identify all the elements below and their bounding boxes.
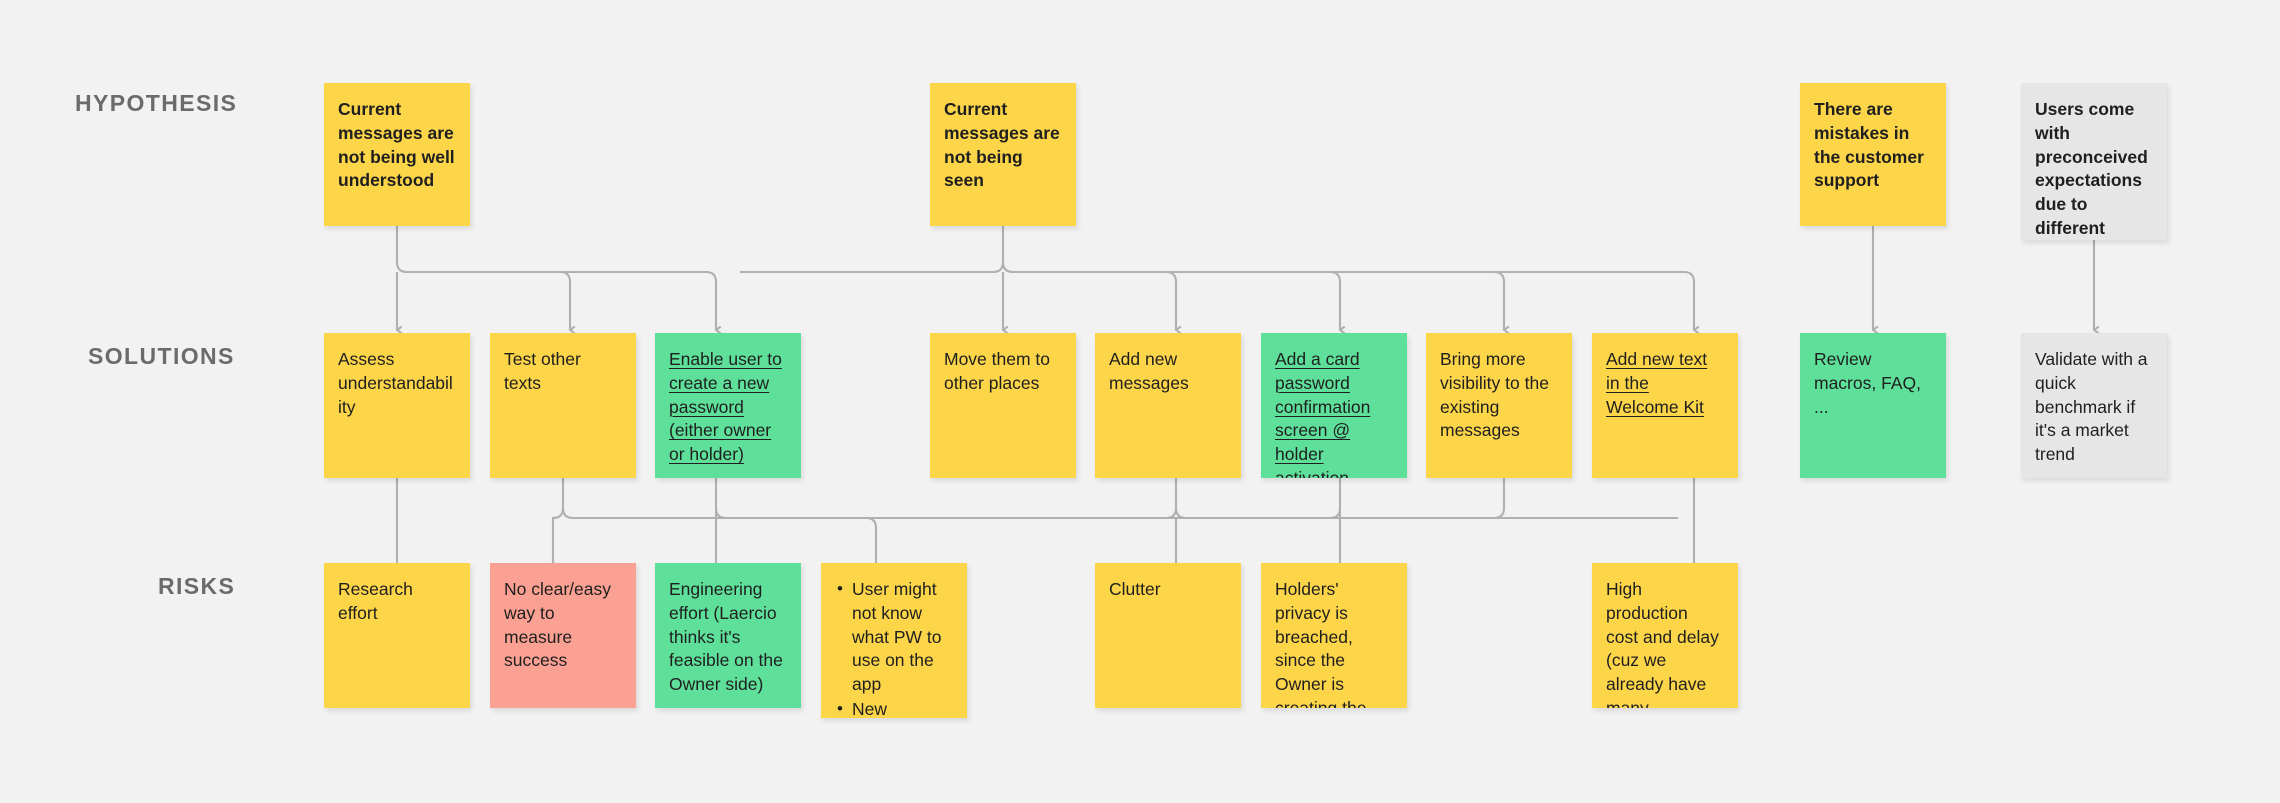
solution-card-text: Bring more visibility to the existing me… bbox=[1440, 349, 1549, 441]
risk-card-bullet-list: User might not know what PW to use on th… bbox=[835, 577, 953, 718]
risk-card-text: Clutter bbox=[1109, 579, 1161, 599]
solution-card[interactable]: Review macros, FAQ, ... bbox=[1800, 333, 1946, 478]
risk-card-text: Engineering effort (Laercio thinks it's … bbox=[669, 579, 783, 695]
row-label-solutions: SOLUTIONS bbox=[88, 343, 235, 369]
solution-card-text: Add new messages bbox=[1109, 349, 1189, 393]
solution-card-link[interactable]: Add a card password confirmation screen … bbox=[1275, 349, 1371, 478]
risk-card-text: Research effort bbox=[338, 579, 413, 623]
risk-card[interactable]: No clear/easy way to measure success bbox=[490, 563, 636, 708]
hypothesis-card[interactable]: Users come with preconceived expectation… bbox=[2021, 83, 2167, 240]
solution-card[interactable]: Test other texts bbox=[490, 333, 636, 478]
row-label-risks: RISKS bbox=[158, 573, 236, 599]
solution-card[interactable]: Bring more visibility to the existing me… bbox=[1426, 333, 1572, 478]
solution-card-link[interactable]: Add new text in the Welcome Kit bbox=[1606, 349, 1708, 417]
solution-card[interactable]: Assess understandability bbox=[324, 333, 470, 478]
solution-card[interactable]: Enable user to create a new password (ei… bbox=[655, 333, 801, 478]
solution-card[interactable]: Add new messages bbox=[1095, 333, 1241, 478]
solution-card[interactable]: Add new text in the Welcome Kit bbox=[1592, 333, 1738, 478]
risk-card-text: Holders' privacy is breached, since the … bbox=[1275, 579, 1367, 708]
risk-card[interactable]: Holders' privacy is breached, since the … bbox=[1261, 563, 1407, 708]
hypothesis-card[interactable]: Current messages are not being seen bbox=[930, 83, 1076, 226]
solution-card-text: Test other texts bbox=[504, 349, 581, 393]
list-item: User might not know what PW to use on th… bbox=[835, 577, 953, 697]
solution-card-text: Review macros, FAQ, ... bbox=[1814, 349, 1921, 417]
solution-card-text: Validate with a quick benchmark if it's … bbox=[2035, 349, 2148, 465]
hypothesis-card[interactable]: Current messages are not being well unde… bbox=[324, 83, 470, 226]
risk-card-text: High production cost and delay (cuz we a… bbox=[1606, 579, 1719, 708]
solution-card[interactable]: Move them to other places bbox=[930, 333, 1076, 478]
risk-card[interactable]: High production cost and delay (cuz we a… bbox=[1592, 563, 1738, 708]
risk-card[interactable]: Engineering effort (Laercio thinks it's … bbox=[655, 563, 801, 708]
row-label-hypothesis: HYPOTHESIS bbox=[75, 90, 238, 116]
hypothesis-card[interactable]: There are mistakes in the customer suppo… bbox=[1800, 83, 1946, 226]
solution-card-text: Move them to other places bbox=[944, 349, 1051, 393]
solution-card[interactable]: Add a card password confirmation screen … bbox=[1261, 333, 1407, 478]
risk-card[interactable]: User might not know what PW to use on th… bbox=[821, 563, 967, 718]
solution-card[interactable]: Validate with a quick benchmark if it's … bbox=[2021, 333, 2167, 478]
risk-card[interactable]: Research effort bbox=[324, 563, 470, 708]
risk-card-text: No clear/easy way to measure success bbox=[504, 579, 611, 671]
solution-card-text: Assess understandability bbox=[338, 349, 453, 417]
solution-card-link[interactable]: Enable user to create a new password (ei… bbox=[669, 349, 782, 465]
list-item: New process for ops bbox=[835, 697, 953, 718]
risk-card[interactable]: Clutter bbox=[1095, 563, 1241, 708]
